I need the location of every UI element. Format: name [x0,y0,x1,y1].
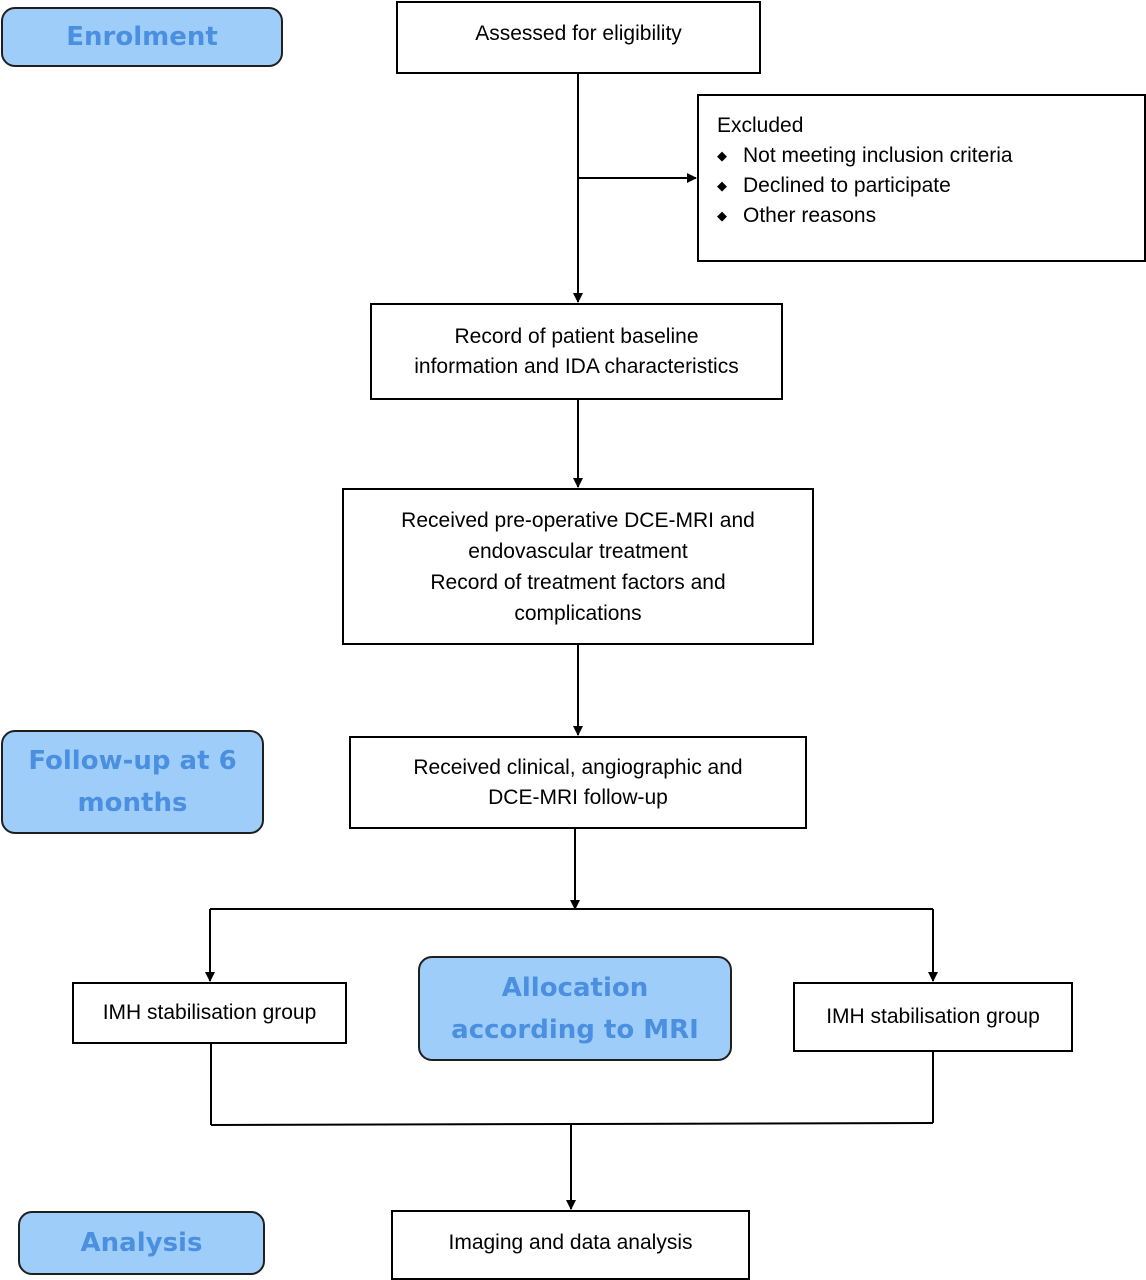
excluded-item: ◆ Not meeting inclusion criteria [717,141,1144,171]
box-eligibility-text: Assessed for eligibility [475,22,682,45]
box-baseline: Record of patient baseline information a… [370,303,783,400]
box-baseline-line: Record of patient baseline [454,324,699,348]
excluded-list: ◆ Not meeting inclusion criteria ◆ Decli… [717,141,1144,231]
box-treatment-line: endovascular treatment [468,539,688,563]
stage-analysis-label: Analysis [80,1228,203,1258]
box-treatment-line: Received pre-operative DCE-MRI and [401,508,755,532]
stage-enrolment: Enrolment [1,7,283,67]
diamond-bullet-icon: ◆ [717,208,727,223]
box-followup-line: Received clinical, angiographic and [413,755,743,779]
box-analysis-text: Imaging and data analysis [448,1231,693,1254]
box-excluded: Excluded ◆ Not meeting inclusion criteri… [697,94,1146,262]
box-group-right: IMH stabilisation group [793,982,1073,1052]
stage-followup: Follow-up at 6 months [1,730,264,834]
diamond-bullet-icon: ◆ [717,178,727,193]
stage-allocation: Allocation according to MRI [418,956,732,1061]
box-eligibility: Assessed for eligibility [396,1,761,74]
stage-followup-label: Follow-up at 6 months [28,746,237,818]
box-group-right-text: IMH stabilisation group [826,1005,1040,1028]
excluded-title: Excluded [717,114,804,137]
box-followup-line: DCE-MRI follow-up [488,785,668,809]
stage-allocation-label: Allocation according to MRI [451,972,699,1045]
box-group-left: IMH stabilisation group [72,982,347,1044]
diamond-bullet-icon: ◆ [717,148,727,163]
excluded-item: ◆ Other reasons [717,201,1144,231]
box-treatment-line: complications [514,601,642,625]
box-baseline-line: information and IDA characteristics [414,354,739,378]
box-analysis: Imaging and data analysis [391,1210,750,1280]
excluded-item-text: Not meeting inclusion criteria [743,144,1013,167]
stage-enrolment-label: Enrolment [66,22,218,52]
excluded-item-text: Other reasons [743,204,877,227]
box-treatment-line: Record of treatment factors and [430,570,726,594]
box-treatment: Received pre-operative DCE-MRI and endov… [342,488,814,645]
box-group-left-text: IMH stabilisation group [102,1001,317,1024]
box-followup-imaging: Received clinical, angiographic and DCE-… [349,736,807,829]
stage-analysis: Analysis [18,1211,265,1275]
excluded-item: ◆ Declined to participate [717,171,1144,201]
excluded-item-text: Declined to participate [743,174,951,197]
